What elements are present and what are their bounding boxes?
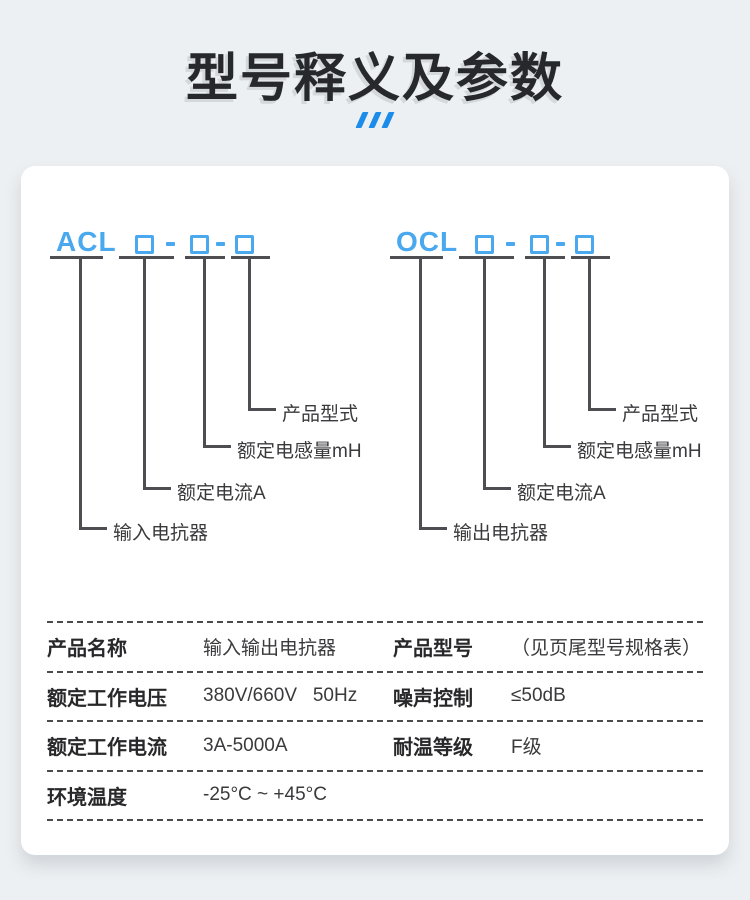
spec-label: 噪声控制 — [393, 687, 473, 710]
diagram-label: 产品型式 — [282, 404, 359, 425]
hyphen-separator: - — [506, 242, 515, 246]
connector-line — [419, 527, 447, 530]
spec-value: （见页尾型号规格表） — [511, 638, 702, 660]
diagram-label: 额定电流A — [517, 483, 606, 504]
content-card: ACL - - 输入电抗器 额定电流A 额定电感量mH 产品型式 O — [21, 166, 729, 855]
spec-value: F级 — [511, 737, 542, 759]
spec-label: 产品型号 — [393, 638, 473, 661]
spec-label: 额定工作电流 — [47, 737, 167, 760]
underline-segment — [459, 256, 514, 259]
spec-label: 产品名称 — [47, 638, 127, 661]
spec-value: 3A-5000A — [203, 734, 288, 756]
connector-line — [203, 445, 231, 448]
underline-segment — [390, 256, 443, 259]
diagram-label: 额定电感量mH — [237, 441, 362, 462]
spec-table: 产品名称 输入输出电抗器 产品型号 （见页尾型号规格表） 额定工作电压 380V… — [47, 621, 703, 821]
connector-line — [143, 487, 171, 490]
slash-icon — [368, 112, 382, 128]
spec-value: 380V/660V 50Hz — [203, 685, 358, 707]
spec-value: ≤50dB — [511, 685, 566, 707]
spec-label: 环境温度 — [47, 786, 127, 809]
diagram-label: 输出电抗器 — [453, 523, 549, 544]
model-diagram-acl: ACL - - 输入电抗器 额定电流A 额定电感量mH 产品型式 — [50, 226, 370, 558]
connector-line — [143, 256, 146, 490]
spec-value: 输入输出电抗器 — [203, 638, 337, 660]
hyphen-separator: - — [216, 242, 225, 246]
spec-value: -25°C ~ +45°C — [203, 784, 327, 806]
model-digit-box — [190, 235, 209, 254]
underline-segment — [119, 256, 174, 259]
connector-line — [483, 256, 486, 490]
table-row: 环境温度 -25°C ~ +45°C — [47, 772, 703, 821]
slash-icon — [355, 112, 369, 128]
connector-line — [483, 487, 511, 490]
connector-line — [543, 445, 571, 448]
model-digit-box — [475, 235, 494, 254]
model-diagram-ocl: OCL - - 输出电抗器 额定电流A 额定电感量mH 产品型式 — [390, 226, 710, 558]
connector-line — [248, 408, 276, 411]
table-row: 额定工作电压 380V/660V 50Hz 噪声控制 ≤50dB — [47, 673, 703, 722]
connector-line — [543, 256, 546, 448]
connector-line — [79, 256, 82, 530]
table-row: 额定工作电流 3A-5000A 耐温等级 F级 — [47, 722, 703, 772]
diagram-label: 产品型式 — [622, 404, 699, 425]
connector-line — [203, 256, 206, 448]
model-prefix: OCL — [396, 226, 459, 257]
underline-segment — [50, 256, 103, 259]
connector-line — [588, 408, 616, 411]
diagram-label: 额定电流A — [177, 483, 266, 504]
connector-line — [419, 256, 422, 530]
spec-label: 耐温等级 — [393, 737, 473, 760]
spec-label: 额定工作电压 — [47, 687, 167, 710]
connector-line — [588, 256, 591, 411]
model-digit-box — [135, 235, 154, 254]
hyphen-separator: - — [556, 242, 565, 246]
model-digit-box — [530, 235, 549, 254]
model-digit-box — [575, 235, 594, 254]
model-prefix: ACL — [56, 226, 117, 257]
page-title: 型号释义及参数 — [185, 50, 564, 108]
table-row: 产品名称 输入输出电抗器 产品型号 （见页尾型号规格表） — [47, 623, 703, 673]
accent-slashes-icon — [0, 112, 750, 130]
diagram-label: 额定电感量mH — [577, 441, 702, 462]
connector-line — [79, 527, 107, 530]
diagram-label: 输入电抗器 — [113, 523, 209, 544]
slash-icon — [381, 112, 395, 128]
connector-line — [248, 256, 251, 411]
model-digit-box — [235, 235, 254, 254]
hyphen-separator: - — [166, 242, 175, 246]
